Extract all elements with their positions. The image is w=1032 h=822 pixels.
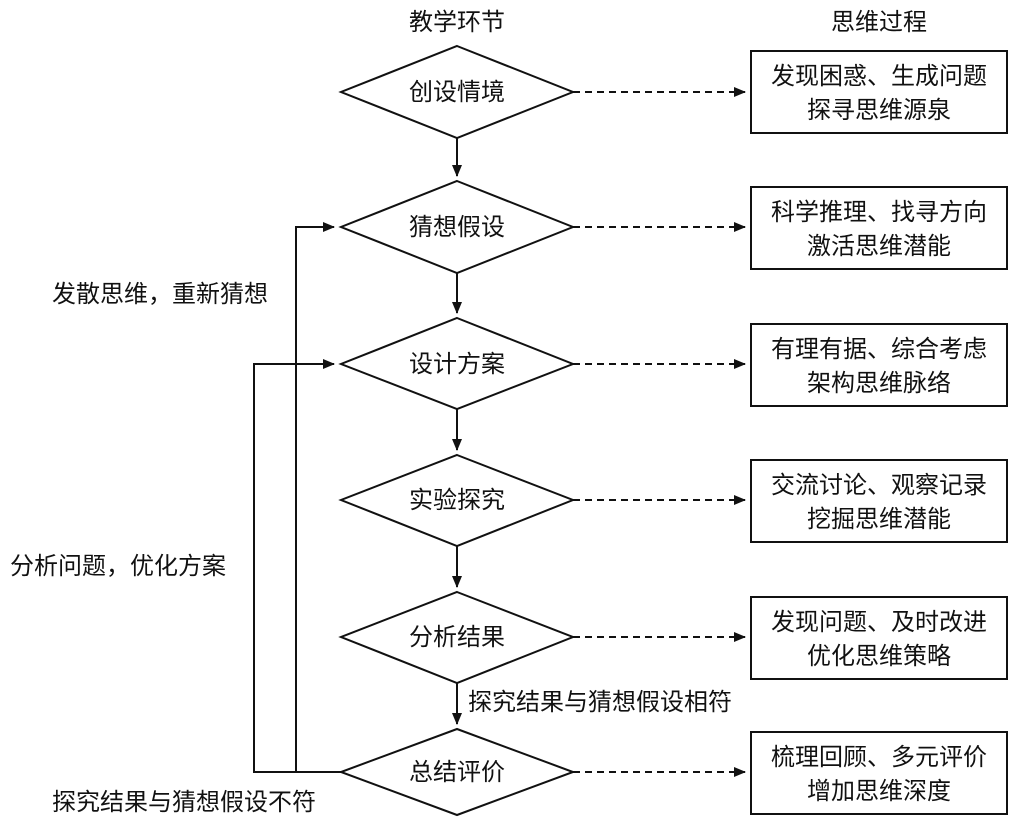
step-diamond-1: 创设情境 [338,44,576,140]
thought-line-5-1: 发现问题、及时改进 [771,608,987,636]
thought-line-6-1: 梳理回顾、多元评价 [771,743,987,771]
thought-box-4: 交流讨论、观察记录 挖掘思维潜能 [750,459,1008,543]
thought-box-3: 有理有据、综合考虑 架构思维脉络 [750,323,1008,407]
step-label-4: 实验探究 [409,486,505,514]
loop-label-rehypothesize: 发散思维，重新猜想 [52,280,268,308]
thought-box-5: 发现问题、及时改进 优化思维策略 [750,596,1008,680]
thought-line-2-1: 科学推理、找寻方向 [771,198,987,226]
header-thinking-process: 思维过程 [831,8,927,36]
step-diamond-4: 实验探究 [338,453,576,548]
thought-line-1-1: 发现困惑、生成问题 [771,62,987,90]
step-label-1: 创设情境 [409,78,505,106]
condition-label-match: 探究结果与猜想假设相符 [468,688,732,716]
thought-box-1: 发现困惑、生成问题 探寻思维源泉 [750,50,1008,134]
step-diamond-3: 设计方案 [338,316,576,411]
loop-line-to-design [253,359,335,773]
thought-line-5-2: 优化思维策略 [807,642,951,670]
thought-line-4-2: 挖掘思维潜能 [807,505,951,533]
thought-line-3-1: 有理有据、综合考虑 [771,335,987,363]
step-label-3: 设计方案 [409,350,505,378]
step-label-5: 分析结果 [409,623,505,651]
loop-line-to-hypothesis [295,222,341,773]
thought-box-2: 科学推理、找寻方向 激活思维潜能 [750,186,1008,270]
step-label-6: 总结评价 [409,758,505,786]
thought-line-1-2: 探寻思维源泉 [807,96,951,124]
step-diamond-5: 分析结果 [338,590,576,685]
thought-line-6-2: 增加思维深度 [807,777,951,805]
thought-box-6: 梳理回顾、多元评价 增加思维深度 [750,731,1008,815]
thought-line-2-2: 激活思维潜能 [807,232,951,260]
condition-label-mismatch: 探究结果与猜想假设不符 [52,788,316,816]
step-label-2: 猜想假设 [409,213,505,241]
step-diamond-6: 总结评价 [338,727,576,817]
thought-line-3-2: 架构思维脉络 [807,369,951,397]
step-diamond-2: 猜想假设 [338,179,576,275]
thought-line-4-1: 交流讨论、观察记录 [771,471,987,499]
header-teaching-steps: 教学环节 [409,8,505,36]
loop-label-optimize-plan: 分析问题，优化方案 [10,552,226,580]
